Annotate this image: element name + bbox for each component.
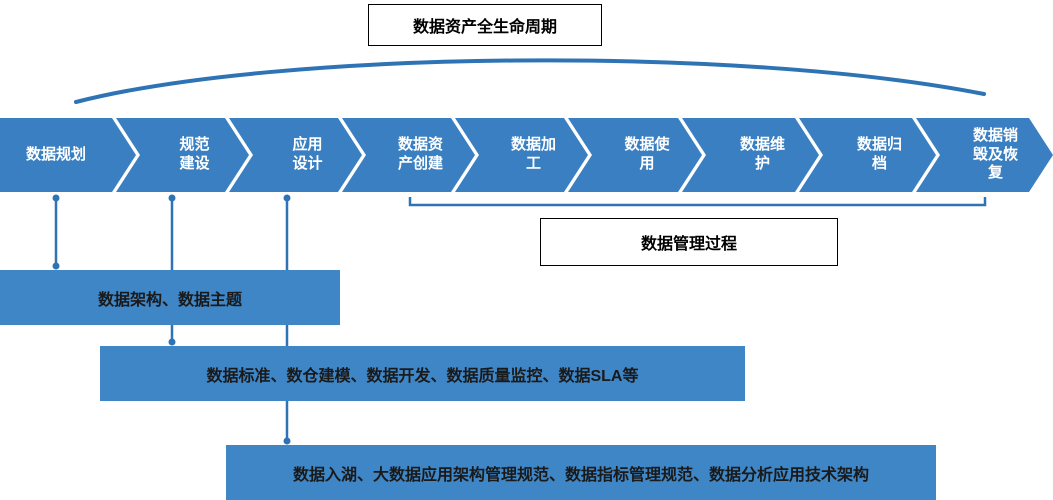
detail-bar-standards-label: 数据标准、数仓建模、数据开发、数据质量监控、数据SLA等 (206, 367, 639, 385)
management-bracket (408, 197, 987, 207)
detail-bar-standards: 数据标准、数仓建模、数据开发、数据质量监控、数据SLA等 (100, 346, 745, 401)
chevron-shape-9 (916, 118, 1053, 192)
lifecycle-arc (74, 58, 986, 104)
chevron-shape-5 (455, 118, 588, 192)
chevron-shape-2 (116, 118, 249, 192)
chevron-shape-6 (568, 118, 702, 192)
management-process-box: 数据管理过程 (540, 218, 838, 266)
management-process-label: 数据管理过程 (640, 236, 737, 253)
diagram-title: 数据资产全生命周期 (368, 4, 602, 46)
chevron-shape-8 (799, 118, 936, 192)
detail-bar-architecture-label: 数据架构、数据主题 (97, 291, 242, 309)
chevron-shape-7 (682, 118, 819, 192)
detail-bar-architecture: 数据架构、数据主题 (0, 270, 340, 325)
detail-bar-application-label: 数据入湖、大数据应用架构管理规范、数据指标管理规范、数据分析应用技术架构 (292, 466, 869, 484)
chevron-shape-1 (0, 118, 136, 192)
connector-line-1 (52, 194, 60, 270)
chevron-shape-4 (342, 118, 475, 192)
diagram-title-label: 数据资产全生命周期 (412, 19, 557, 36)
chevron-shape-3 (229, 118, 362, 192)
detail-bar-application: 数据入湖、大数据应用架构管理规范、数据指标管理规范、数据分析应用技术架构 (226, 445, 936, 500)
